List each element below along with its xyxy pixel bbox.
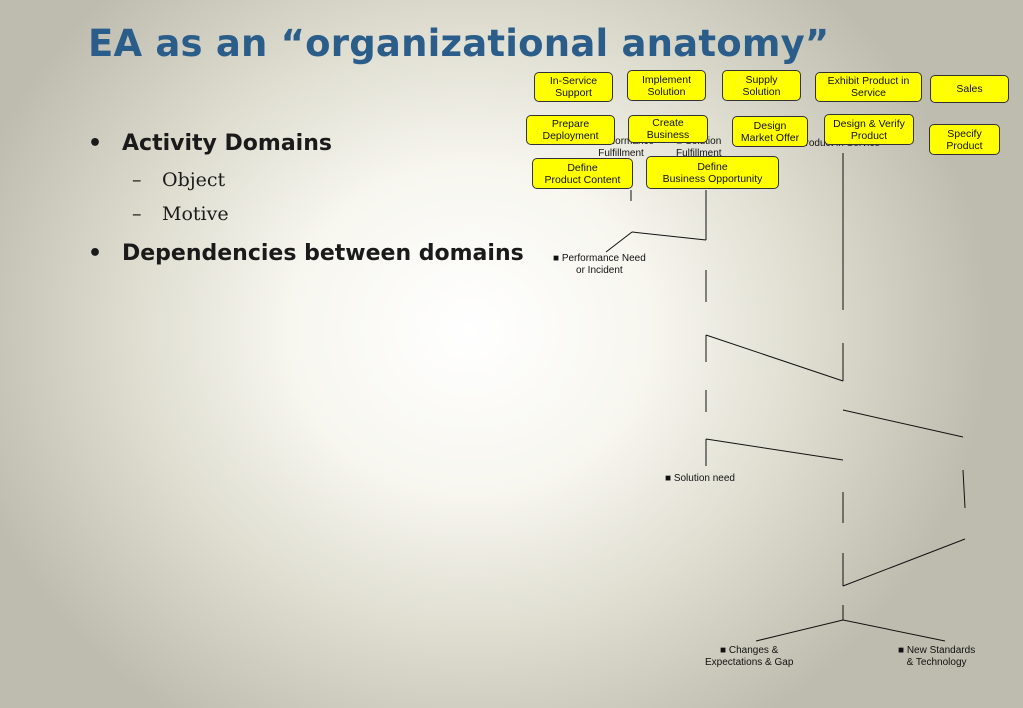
bullet-marker: • [88, 241, 103, 266]
box-create-business: Create Business [628, 115, 708, 143]
slide-title: EA as an “organizational anatomy” [88, 22, 830, 65]
label-performance-need: ■ Performance Need or Incident [553, 253, 646, 276]
connector-line [962, 469, 966, 509]
bullet-marker: • [88, 131, 103, 156]
connector-line [631, 231, 707, 241]
box-define-business-opportunity: Define Business Opportunity [646, 156, 779, 189]
box-sales: Sales [930, 75, 1009, 103]
label-new-standards: ■ New Standards & Technology [898, 645, 976, 668]
connector-line [842, 409, 964, 438]
connector-line [605, 231, 633, 253]
subbullet-marker: – [132, 169, 142, 191]
connector-line [755, 619, 844, 642]
box-in-service-support: In-Service Support [534, 72, 613, 102]
bullet-text: Activity Domains [122, 131, 332, 156]
connector-line [842, 619, 946, 642]
box-prepare-deployment: Prepare Deployment [526, 115, 615, 145]
label-changes-expectations: ■ Changes & Expectations & Gap [705, 645, 794, 668]
connector-line [705, 334, 844, 382]
bullet-activity-domains: • Activity Domains [88, 131, 332, 156]
box-design-verify-product: Design & Verify Product [824, 114, 914, 145]
box-specify-product: Specify Product [929, 124, 1000, 155]
subbullet-marker: – [132, 203, 142, 225]
box-define-product-content: Define Product Content [532, 158, 633, 189]
subbullet-text: Object [162, 169, 226, 191]
subbullet-motive: –Motive [132, 203, 229, 225]
subbullet-text: Motive [162, 203, 229, 225]
box-supply-solution: Supply Solution [722, 70, 801, 101]
label-solution-need: ■ Solution need [665, 473, 735, 484]
box-implement-solution: Implement Solution [627, 70, 706, 101]
bullet-text: Dependencies between domains [122, 241, 524, 266]
bullet-dependencies: • Dependencies between domains [88, 241, 524, 266]
box-exhibit-product: Exhibit Product in Service [815, 72, 922, 102]
connector-line [842, 538, 966, 587]
subbullet-object: –Object [132, 169, 225, 191]
connector-line [705, 438, 844, 461]
box-design-market-offer: Design Market Offer [732, 116, 808, 147]
